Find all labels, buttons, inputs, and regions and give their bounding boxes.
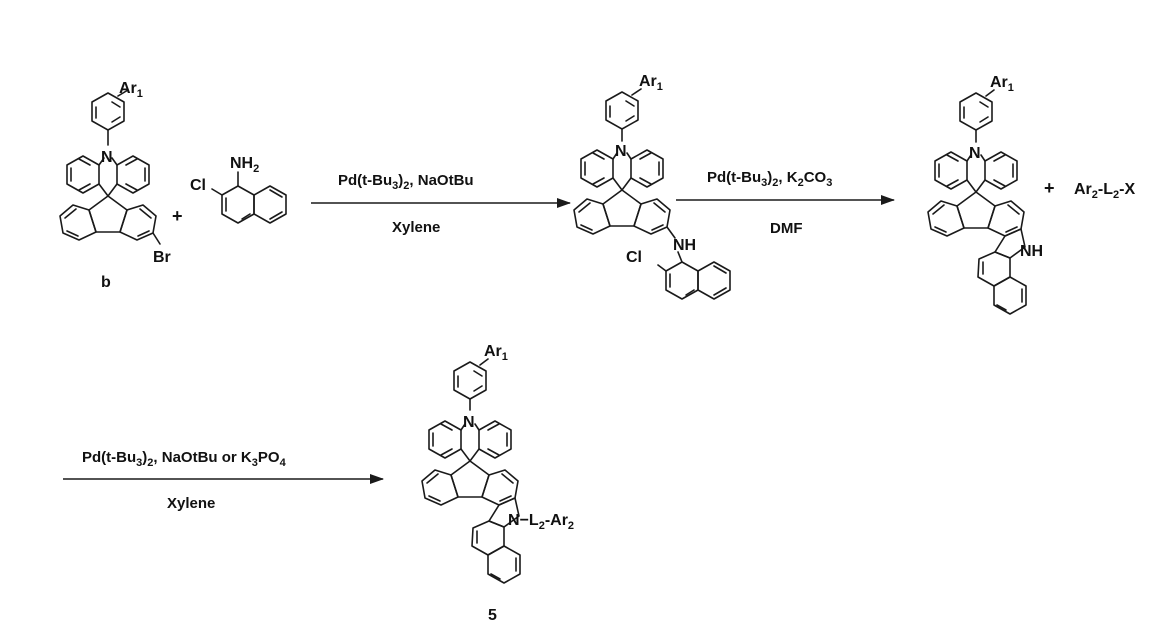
fluorene-left-ring <box>60 205 96 240</box>
n-label: N <box>463 414 475 431</box>
step3-conditions-above: Pd(t-Bu3)2, NaOtBu or K3PO4 <box>82 449 287 469</box>
plus-sign-1: + <box>172 206 183 226</box>
fluorene-left-ring <box>422 470 458 505</box>
n-l2-ar2-label: N−L2-Ar2 <box>508 512 574 532</box>
product-5: Ar1 N N−L2-Ar2 5 <box>422 343 574 624</box>
ar2-l2-x-label: Ar2-L2-X <box>1074 181 1135 201</box>
nh-label: NH <box>673 237 696 254</box>
chloronaphthylamine: NH2 Cl <box>190 155 286 223</box>
fluorene-left-ring <box>928 201 964 236</box>
step2-conditions-above: Pd(t-Bu3)2, K2CO3 <box>707 169 832 189</box>
step3-conditions-below: Xylene <box>167 495 215 512</box>
fluorene-right-ring <box>120 205 156 240</box>
plus-sign-2: + <box>1044 178 1055 198</box>
fluorene-left-ring <box>574 199 610 234</box>
nh2-label: NH2 <box>230 155 259 175</box>
reaction-step-2: Pd(t-Bu3)2, K2CO3 DMF <box>676 169 894 237</box>
n-label: N <box>969 145 981 162</box>
cl-label: Cl <box>190 177 206 194</box>
naphthyl-right-ring <box>698 262 730 299</box>
intermediate-amine: Ar1 N NH Cl <box>574 73 730 299</box>
cl-label: Cl <box>626 249 642 266</box>
compound-b: Ar1 N Br b <box>60 80 171 291</box>
nh-label: NH <box>1020 243 1043 260</box>
n-label: N <box>101 149 113 166</box>
compound-5-label: 5 <box>488 607 497 624</box>
reaction-step-1: Pd(t-Bu3)2, NaOtBu Xylene <box>311 172 570 236</box>
compound-b-label: b <box>101 274 111 291</box>
step1-conditions-below: Xylene <box>392 219 440 236</box>
br-label: Br <box>153 249 171 266</box>
ar1-label: Ar1 <box>119 80 143 100</box>
reaction-step-3: Pd(t-Bu3)2, NaOtBu or K3PO4 Xylene <box>63 449 383 512</box>
coupling-partner: + Ar2-L2-X <box>1044 178 1135 201</box>
n-label: N <box>615 143 627 160</box>
fluorene-right-ring <box>634 199 670 234</box>
step1-conditions-above: Pd(t-Bu3)2, NaOtBu <box>338 172 474 192</box>
carbazole-intermediate: Ar1 N NH <box>928 74 1043 314</box>
step2-conditions-below: DMF <box>770 220 803 237</box>
ar1-label: Ar1 <box>639 73 663 93</box>
aryl-ring <box>92 93 124 130</box>
naphthyl-right-ring <box>254 186 286 223</box>
